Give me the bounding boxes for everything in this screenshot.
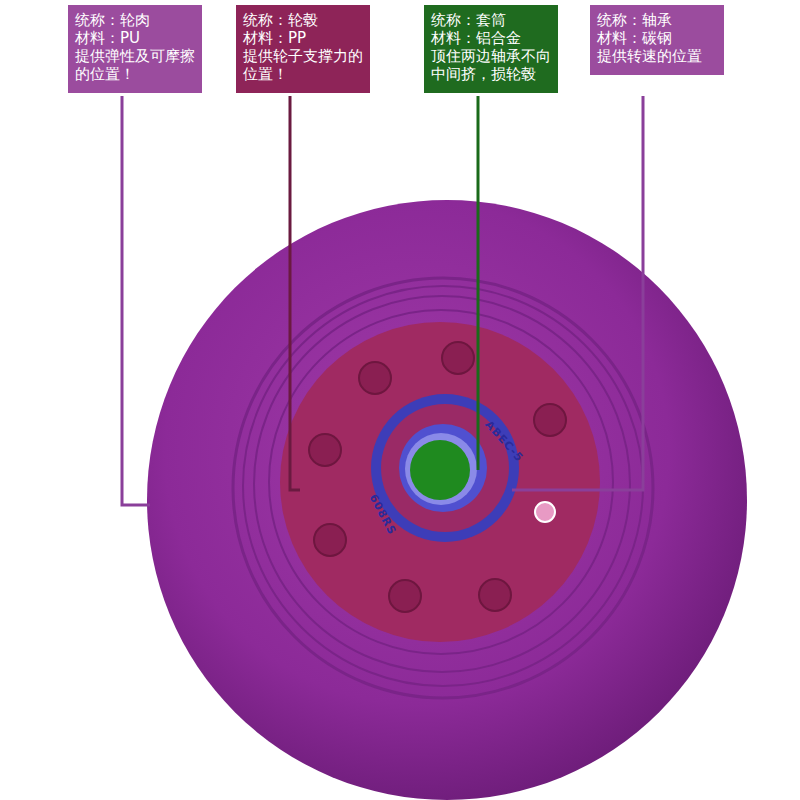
spacer (410, 440, 470, 500)
leader-line (290, 96, 300, 490)
bearing-inner (399, 424, 487, 512)
bearing-race (405, 433, 477, 505)
part-description: 提供转速的位置 (597, 47, 717, 65)
pink-dot (535, 502, 555, 522)
part-spec: 材料：铝合金 (431, 29, 551, 47)
part-description: 提供弹性及可摩擦的位置！ (75, 47, 195, 83)
wheel-hub (280, 322, 600, 642)
callout-box: 统称：轮肉材料：PU提供弹性及可摩擦的位置！ (68, 5, 202, 93)
groove (233, 278, 653, 698)
hub-holes (309, 342, 566, 612)
leader-line (512, 96, 643, 490)
part-spec: 统称：轮毂 (243, 11, 363, 29)
callout-box: 统称：轮毂材料：PP提供轮子支撑力的位置！ (236, 5, 370, 93)
leader-line (122, 96, 150, 505)
part-spec: 统称：轮肉 (75, 11, 195, 29)
part-spec: 材料：PU (75, 29, 195, 47)
part-spec: 统称：套筒 (431, 11, 551, 29)
groove (254, 296, 630, 672)
groove (269, 310, 613, 654)
callout-box: 统称：套筒材料：铝合金顶住两边轴承不向中间挤，损轮毂 (424, 5, 558, 93)
wheel-tyre (147, 200, 747, 800)
part-spec: 材料：PP (243, 29, 363, 47)
callout-box: 统称：轴承材料：碳钢提供转速的位置 (590, 5, 724, 75)
part-spec: 材料：碳钢 (597, 29, 717, 47)
leader-line (477, 96, 480, 470)
part-description: 顶住两边轴承不向中间挤，损轮毂 (431, 47, 551, 83)
part-description: 提供轮子支撑力的位置！ (243, 47, 363, 83)
groove (243, 286, 643, 686)
part-spec: 统称：轴承 (597, 11, 717, 29)
